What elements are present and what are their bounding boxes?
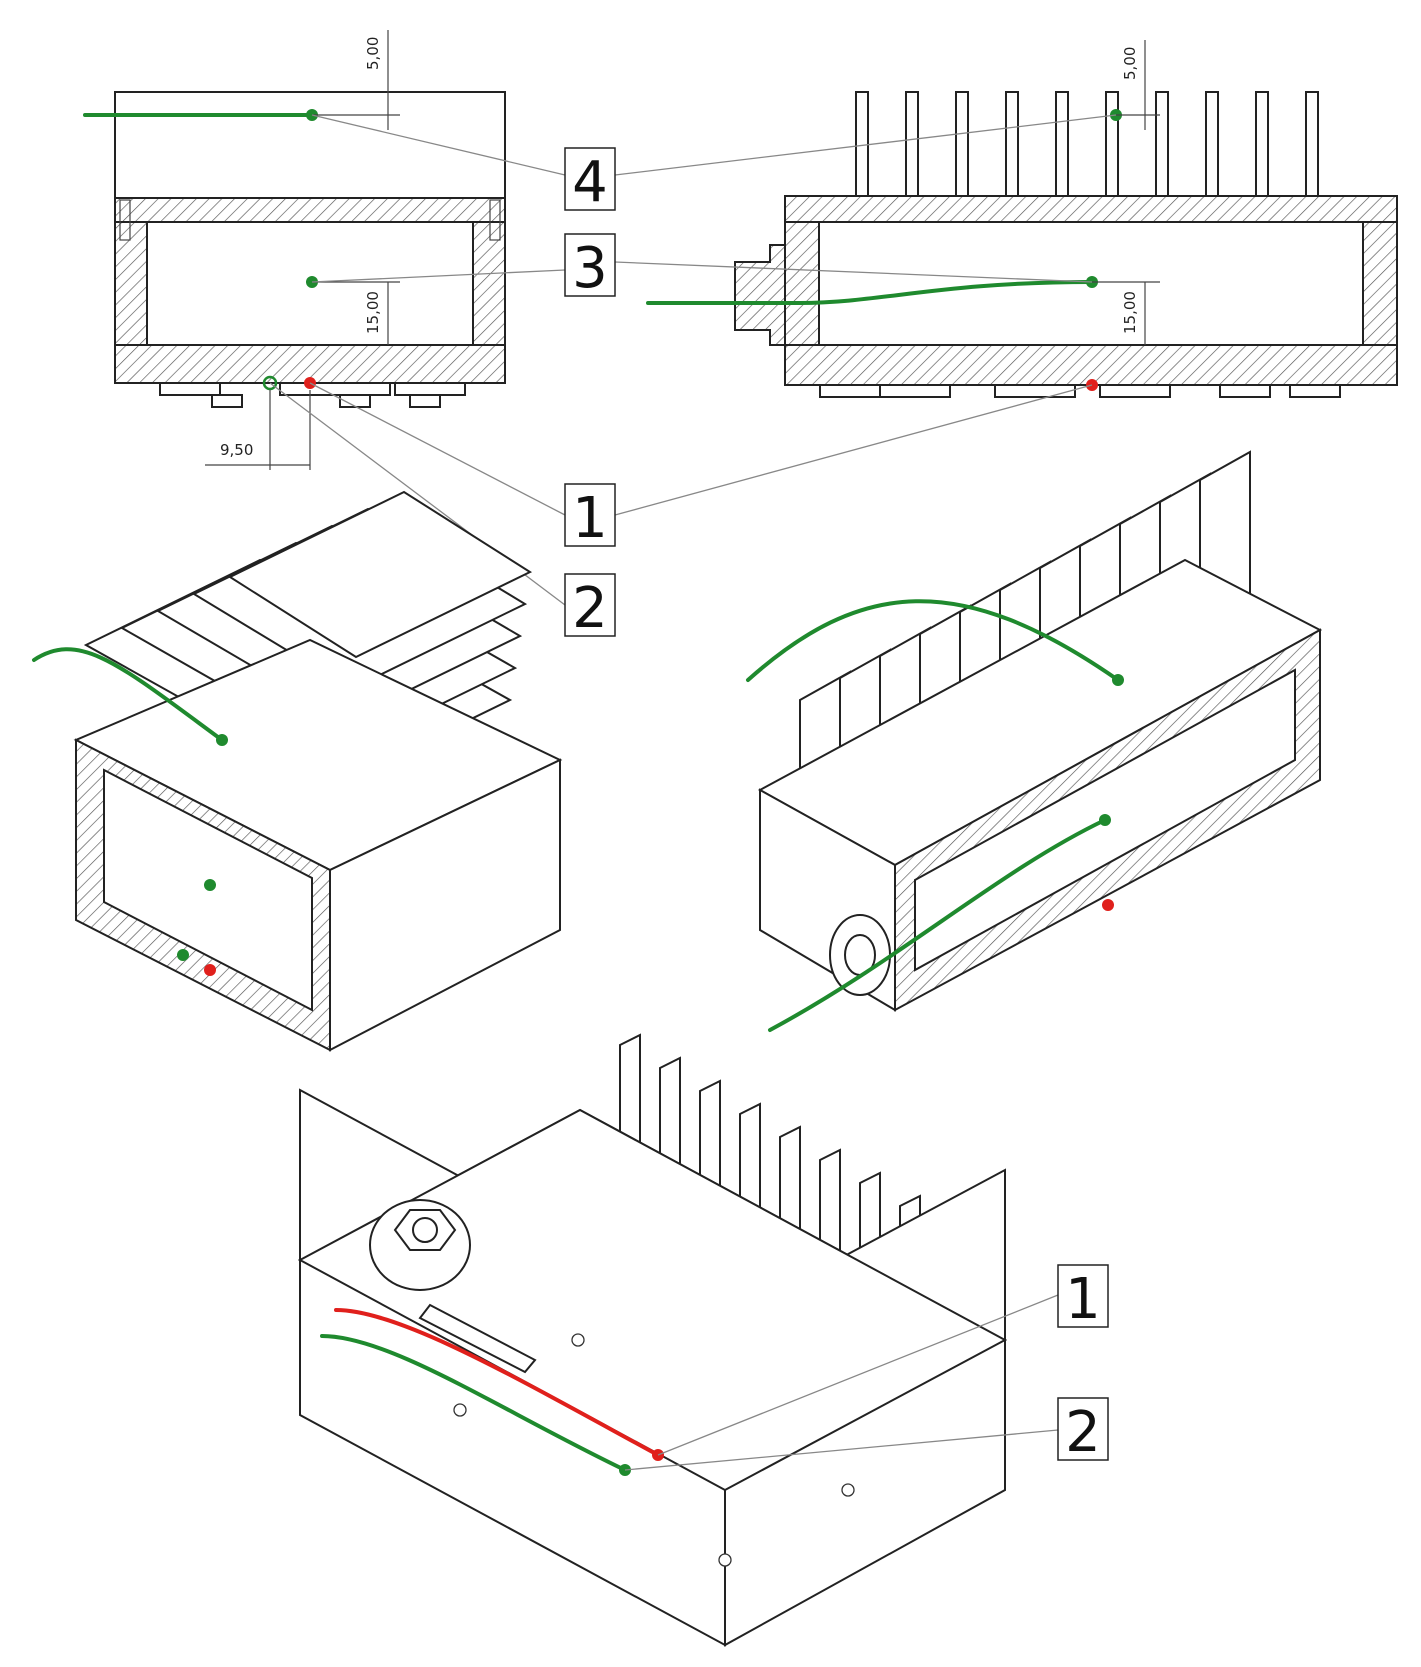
dim-left-gap: 5,00	[364, 37, 382, 70]
isometric-view-left	[32, 490, 563, 1052]
iso-left-sensor-4	[216, 734, 228, 746]
dim-right-depth: 15,00	[1121, 291, 1139, 334]
cooling-fins-top	[855, 91, 1319, 199]
dimension-lines-left	[205, 30, 400, 470]
callout-2-bottom: 2	[1057, 1397, 1109, 1465]
iso-right-sensor-3	[1099, 814, 1111, 826]
callout-1-top: 1	[564, 483, 616, 551]
base-section	[114, 344, 506, 384]
iso-right-sensor-1	[1102, 899, 1114, 911]
iso-left-wire	[32, 647, 224, 742]
dim-left-offset: 9,50	[220, 441, 253, 459]
iso-right-sensor-4	[1112, 674, 1124, 686]
callout-1-top-label: 1	[572, 486, 608, 551]
bottom-sensor-slot	[418, 1303, 537, 1374]
dim-right-gap: 5,00	[1121, 47, 1139, 80]
dimension-lines-right	[1092, 40, 1160, 345]
iso-left-sensor-1	[204, 964, 216, 976]
callout-4-label: 4	[572, 150, 608, 215]
bottom-gland	[369, 1199, 471, 1291]
lid-section	[114, 197, 506, 225]
isometric-view-bottom	[297, 1033, 1059, 1647]
section-view-right: 5,00 15,00	[646, 40, 1398, 398]
isometric-view-right	[746, 450, 1323, 1032]
iso-right-wire-inner	[768, 818, 1107, 1032]
bottom-green-wire	[320, 1334, 627, 1472]
callout-2-top: 2	[564, 573, 616, 641]
bottom-feet-right	[819, 384, 1341, 398]
sensor-2-point	[262, 375, 278, 391]
lid-screws	[119, 199, 501, 241]
cable-gland-section	[734, 244, 786, 346]
callout-leaders-bottom	[624, 1294, 1059, 1471]
iso-left-sensor-2	[177, 949, 189, 961]
bottom-mount-holes	[453, 1333, 855, 1567]
dim-left-depth: 15,00	[364, 291, 382, 334]
green-sensor-wire-3-right	[646, 280, 1094, 305]
iso-right-gland	[829, 914, 891, 996]
callout-1-bottom: 1	[1057, 1264, 1109, 1332]
callout-4: 4	[564, 147, 616, 215]
iso-left-sensor-3	[204, 879, 216, 891]
iso-right-wire-top	[746, 599, 1120, 682]
section-view-left: 5,00 15,00 9,50	[83, 30, 506, 470]
callout-2-bottom-label: 2	[1065, 1400, 1101, 1465]
bottom-red-wire	[334, 1308, 660, 1457]
callout-2-top-label: 2	[572, 576, 608, 641]
callout-3-label: 3	[572, 236, 608, 301]
callout-1-bottom-label: 1	[1065, 1267, 1101, 1332]
right-top-section	[784, 195, 1398, 225]
callout-leaders-top	[269, 114, 1117, 606]
bottom-feet-left	[159, 382, 466, 408]
right-base-section	[784, 344, 1398, 386]
callout-3: 3	[564, 233, 616, 301]
